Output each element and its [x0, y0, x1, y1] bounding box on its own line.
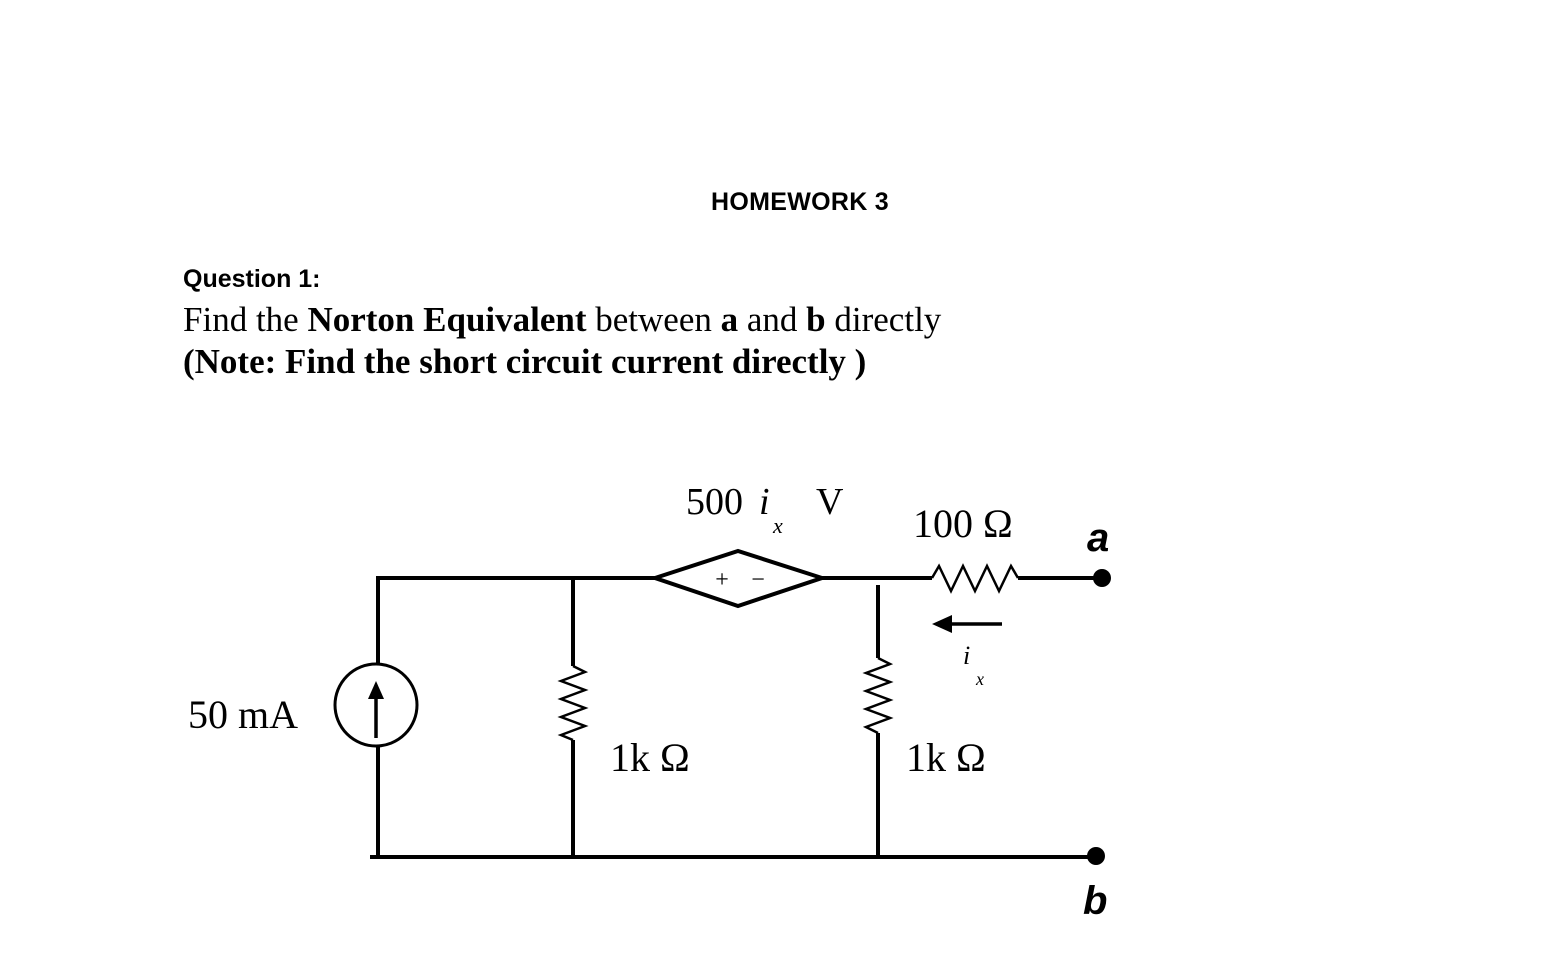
- arrow-up-icon: [368, 681, 384, 738]
- terminal-a-node: [1093, 569, 1111, 587]
- question-text-part: directly: [825, 300, 942, 339]
- terminal-b-label: b: [1083, 879, 1107, 923]
- question-text: Find the Norton Equivalent between a and…: [183, 300, 941, 340]
- arrow-left-icon: [932, 615, 1002, 633]
- left-shunt-resistor: [557, 664, 589, 742]
- source-minus-sign: −: [751, 567, 765, 593]
- series-resistor: [930, 563, 1020, 594]
- current-subscript-label: x: [975, 669, 984, 689]
- series-resistor-label: 100 Ω: [913, 501, 1013, 546]
- page-title: HOMEWORK 3: [711, 188, 889, 216]
- question-text-part: and: [738, 300, 807, 339]
- left-shunt-label: 1k Ω: [610, 735, 690, 780]
- right-shunt-label: 1k Ω: [906, 735, 986, 780]
- current-variable-label: i: [963, 641, 970, 670]
- current-source-label: 50 mA: [188, 692, 298, 737]
- dependent-voltage-source: [648, 548, 829, 609]
- question-text-bold: Norton Equivalent: [307, 300, 587, 339]
- terminal-b-node: [1087, 847, 1105, 865]
- question-text-bold: a: [720, 300, 739, 339]
- dependent-source-subscript: x: [772, 513, 783, 538]
- question-text-part: Find the: [183, 300, 308, 339]
- question-text-part: between: [586, 300, 721, 339]
- dependent-source-coefficient: 500: [686, 481, 743, 523]
- dependent-source-unit: V: [816, 481, 844, 523]
- question-text-bold: b: [806, 300, 826, 339]
- question-note: (Note: Find the short circuit current di…: [183, 342, 867, 381]
- right-shunt-resistor: [862, 656, 894, 735]
- question-heading: Question 1:: [183, 265, 321, 293]
- dependent-source-variable: i: [759, 481, 770, 523]
- terminal-a-label: a: [1087, 516, 1109, 560]
- source-plus-sign: +: [715, 567, 729, 593]
